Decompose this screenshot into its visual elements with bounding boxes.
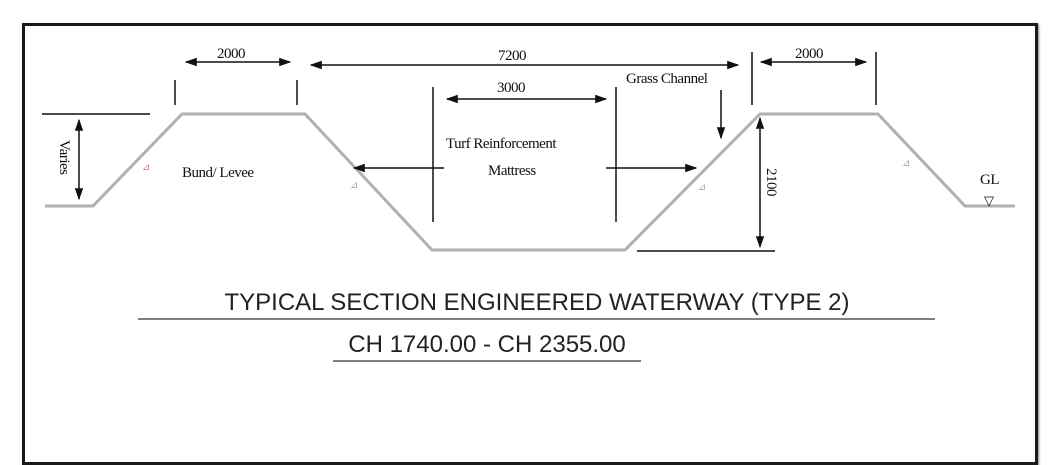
slope-marker-left-inner: ⊿ bbox=[350, 180, 358, 191]
slope-marker-right-inner: ⊿ bbox=[698, 182, 706, 193]
base-width-label: 3000 bbox=[497, 80, 525, 96]
top-width-label: 7200 bbox=[498, 48, 526, 64]
turf-label-line2: Mattress bbox=[488, 163, 536, 179]
slope-marker-left-outer: ⊿ bbox=[142, 162, 150, 173]
ground-level-label: GL bbox=[980, 172, 999, 188]
right-crest-width-label: 2000 bbox=[795, 46, 823, 62]
turf-label-line1: Turf Reinforcement bbox=[446, 136, 557, 152]
varies-label: Varies bbox=[56, 140, 72, 175]
section-title: TYPICAL SECTION ENGINEERED WATERWAY (TYP… bbox=[225, 289, 850, 316]
ground-level-symbol: ▽ bbox=[984, 193, 994, 208]
chainage-range: CH 1740.00 - CH 2355.00 bbox=[348, 331, 626, 358]
left-crest-width-label: 2000 bbox=[217, 46, 245, 62]
depth-label: 2100 bbox=[763, 168, 779, 196]
channel-profile bbox=[45, 112, 1015, 252]
grass-channel-label: Grass Channel bbox=[626, 71, 708, 87]
bund-levee-label: Bund/ Levee bbox=[182, 165, 254, 181]
slope-marker-right-outer: ⊿ bbox=[902, 158, 910, 169]
